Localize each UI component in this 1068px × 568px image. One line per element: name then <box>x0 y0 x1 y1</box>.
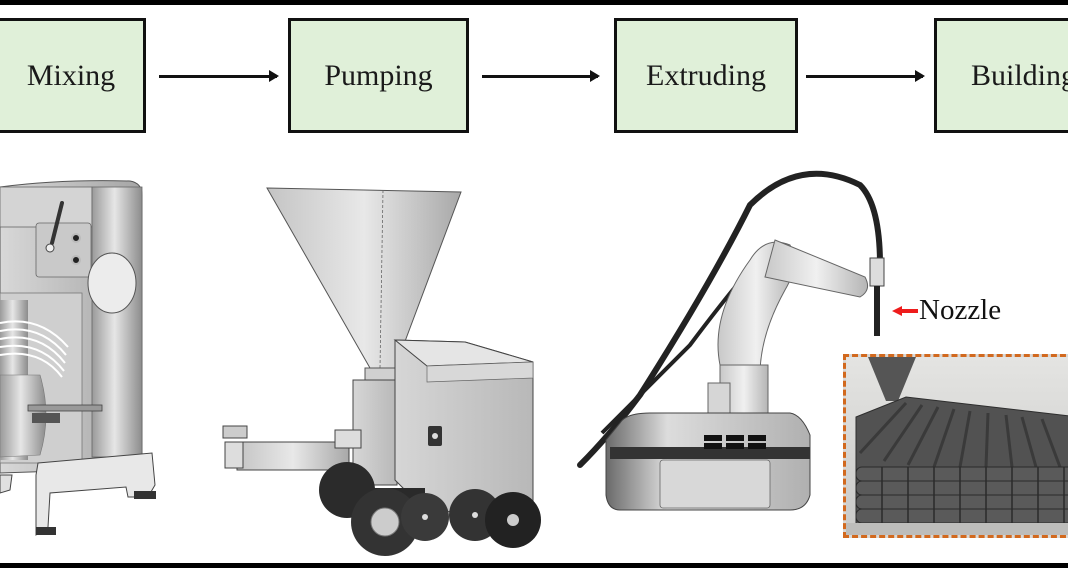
nozzle-label: Nozzle <box>919 294 1002 326</box>
arrow-extruding-to-building <box>806 70 925 82</box>
control-panel <box>35 222 92 278</box>
step-label: Extruding <box>646 58 766 92</box>
printed-structure-photo-inset <box>843 354 1068 538</box>
wheels <box>319 462 541 556</box>
step-box-building: Building <box>934 18 1068 133</box>
step-box-mixing: Mixing <box>0 18 146 133</box>
nozzle-pointer-arrow-icon <box>892 306 918 316</box>
base-vents <box>704 435 766 449</box>
pump-illustration <box>222 187 541 556</box>
outlet-pipe <box>236 441 350 471</box>
arrow-pumping-to-extruding <box>482 70 600 82</box>
arrow-mixing-to-pumping <box>159 70 279 82</box>
frame-top-border <box>0 0 1068 5</box>
nozzle <box>874 286 880 336</box>
step-box-extruding: Extruding <box>614 18 798 133</box>
robot-arm-upper <box>764 239 869 298</box>
step-label: Pumping <box>324 58 433 92</box>
robot-arm-illustration <box>577 170 885 511</box>
step-label: Mixing <box>26 58 116 92</box>
print-nozzle-cone <box>868 357 916 401</box>
mixer-illustration <box>0 180 156 536</box>
nozzle-coupling <box>869 257 885 287</box>
frame-bottom-border <box>0 563 1068 568</box>
printed-structure-photo <box>846 357 1068 535</box>
layer-bead-separators <box>881 467 1065 523</box>
filament-lines <box>858 401 1062 468</box>
step-box-pumping: Pumping <box>288 18 469 133</box>
whisk-icon <box>0 320 69 378</box>
layer-stack <box>855 466 1068 524</box>
material-hose <box>577 170 883 468</box>
step-label: Building <box>971 58 1068 92</box>
